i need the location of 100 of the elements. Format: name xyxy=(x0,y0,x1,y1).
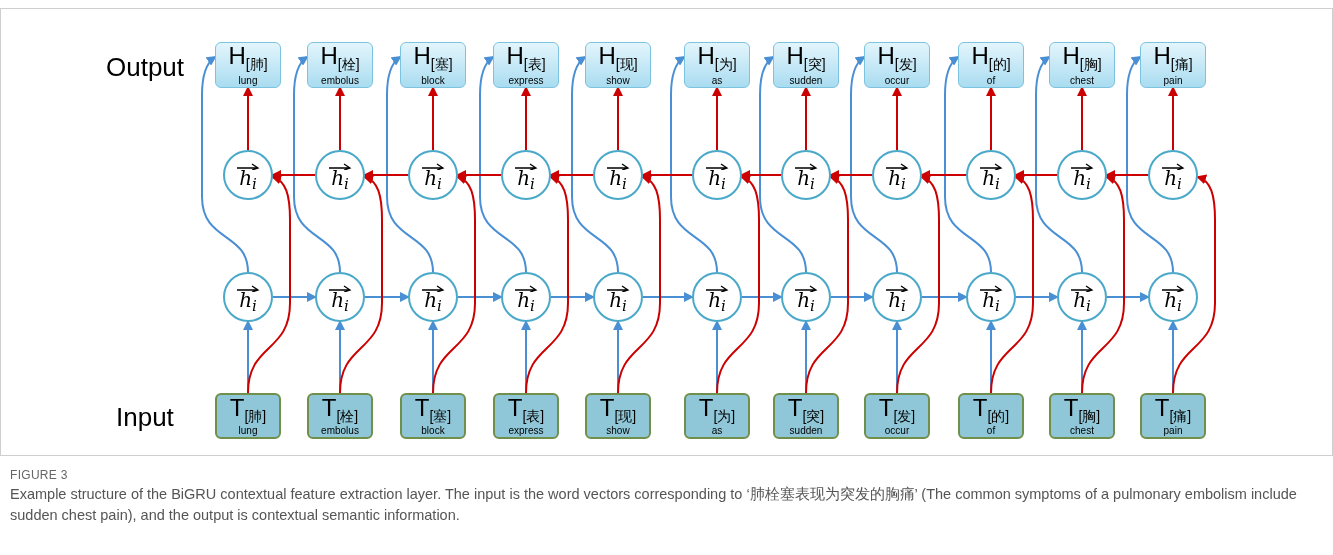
hidden-state-symbol: h$_{i}$ xyxy=(331,290,349,310)
arrow xyxy=(986,86,996,151)
curved-arrow xyxy=(201,55,249,273)
output-box xyxy=(958,42,1024,88)
output-box xyxy=(400,42,466,88)
input-box xyxy=(400,393,466,439)
hidden-state-symbol: h$_{i}$ xyxy=(239,168,257,188)
input-box xyxy=(585,393,651,439)
word-gloss: occur xyxy=(884,425,910,436)
curved-arrow xyxy=(896,175,940,394)
hidden-state-symbol: h$_{i}$ xyxy=(982,168,1000,188)
figure-caption: Example structure of the BiGRU contextual feature extraction layer. The input is the word vectors corresponding to ‘肺栓塞表现为突发的胸痛’ (The common symptoms of a pulmonary embolism include sudden chest pain), and the output is contextual semantic information. xyxy=(10,485,1298,525)
output-box xyxy=(1140,42,1206,88)
hidden-state-symbol: h$_{i}$ xyxy=(609,290,627,310)
word-gloss: occur xyxy=(884,75,910,86)
curved-arrow xyxy=(670,55,718,273)
curved-arrow xyxy=(525,175,569,394)
hidden-state-symbol: h$_{i}$ xyxy=(1073,290,1091,310)
arrow xyxy=(364,292,410,302)
output-box xyxy=(585,42,651,88)
curved-arrow xyxy=(432,175,476,394)
word-gloss: pain xyxy=(1163,75,1183,86)
word-gloss: sudden xyxy=(789,425,823,436)
curved-arrow xyxy=(1081,175,1125,394)
word-gloss: block xyxy=(421,425,445,436)
input-box xyxy=(1140,393,1206,439)
row-label: Output xyxy=(106,51,185,84)
curved-arrow xyxy=(759,55,807,273)
curved-arrow xyxy=(716,175,760,394)
row-label: Input xyxy=(116,401,174,434)
arrow xyxy=(921,292,968,302)
word-gloss: as xyxy=(711,425,723,436)
hidden-state-symbol: h$_{i}$ xyxy=(797,168,815,188)
arrow xyxy=(550,292,595,302)
curved-arrow xyxy=(386,55,434,273)
hidden-state-symbol: h$_{i}$ xyxy=(424,168,442,188)
word-gloss: show xyxy=(606,425,630,436)
curved-arrow xyxy=(339,175,383,394)
curved-arrow xyxy=(990,175,1034,394)
input-box xyxy=(684,393,750,439)
arrow xyxy=(830,292,874,302)
word-gloss: pain xyxy=(1163,425,1183,436)
hidden-state-symbol: h$_{i}$ xyxy=(708,168,726,188)
arrow xyxy=(892,86,902,151)
hidden-state-symbol: h$_{i}$ xyxy=(797,290,815,310)
hidden-state-symbol: h$_{i}$ xyxy=(1164,168,1182,188)
word-gloss: embolus xyxy=(321,75,359,86)
curved-arrow xyxy=(1035,55,1083,273)
arrow xyxy=(457,292,503,302)
arrow xyxy=(243,86,253,151)
hidden-state-symbol: h$_{i}$ xyxy=(517,290,535,310)
arrow xyxy=(1106,292,1150,302)
output-box xyxy=(493,42,559,88)
curved-arrow xyxy=(1172,175,1216,394)
hidden-state-symbol: h$_{i}$ xyxy=(609,168,627,188)
arrow xyxy=(1077,86,1087,151)
word-gloss: chest xyxy=(1070,425,1094,436)
curved-arrow xyxy=(479,55,527,273)
hidden-state-symbol: h$_{i}$ xyxy=(1164,290,1182,310)
word-gloss: show xyxy=(606,75,630,86)
hidden-state-symbol: h$_{i}$ xyxy=(982,290,1000,310)
word-gloss: express xyxy=(508,425,544,436)
input-box xyxy=(1049,393,1115,439)
word-gloss: of xyxy=(986,75,996,86)
curved-arrow xyxy=(944,55,992,273)
input-box xyxy=(307,393,373,439)
output-box xyxy=(215,42,281,88)
curved-arrow xyxy=(293,55,341,273)
output-box xyxy=(684,42,750,88)
curved-arrow xyxy=(617,175,661,394)
input-box xyxy=(215,393,281,439)
arrow xyxy=(741,292,783,302)
output-box xyxy=(307,42,373,88)
curved-arrow xyxy=(1126,55,1174,273)
input-box xyxy=(493,393,559,439)
hidden-state-symbol: h$_{i}$ xyxy=(239,290,257,310)
output-box xyxy=(773,42,839,88)
word-gloss: sudden xyxy=(789,75,823,86)
output-box xyxy=(864,42,930,88)
hidden-state-symbol: h$_{i}$ xyxy=(1073,168,1091,188)
curved-arrow xyxy=(247,175,291,394)
word-gloss: lung xyxy=(238,425,258,436)
arrow xyxy=(521,86,531,151)
arrow xyxy=(1168,86,1178,151)
arrow xyxy=(428,86,438,151)
hidden-state-symbol: h$_{i}$ xyxy=(517,168,535,188)
word-gloss: block xyxy=(421,75,445,86)
word-gloss: of xyxy=(986,425,996,436)
curved-arrow xyxy=(571,55,619,273)
input-box xyxy=(773,393,839,439)
word-gloss: embolus xyxy=(321,425,359,436)
hidden-state-symbol: h$_{i}$ xyxy=(888,290,906,310)
arrow xyxy=(272,292,317,302)
input-box xyxy=(864,393,930,439)
word-gloss: express xyxy=(508,75,544,86)
arrow xyxy=(1015,292,1059,302)
word-gloss: lung xyxy=(238,75,258,86)
arrow xyxy=(335,86,345,151)
hidden-state-symbol: h$_{i}$ xyxy=(888,168,906,188)
input-box xyxy=(958,393,1024,439)
